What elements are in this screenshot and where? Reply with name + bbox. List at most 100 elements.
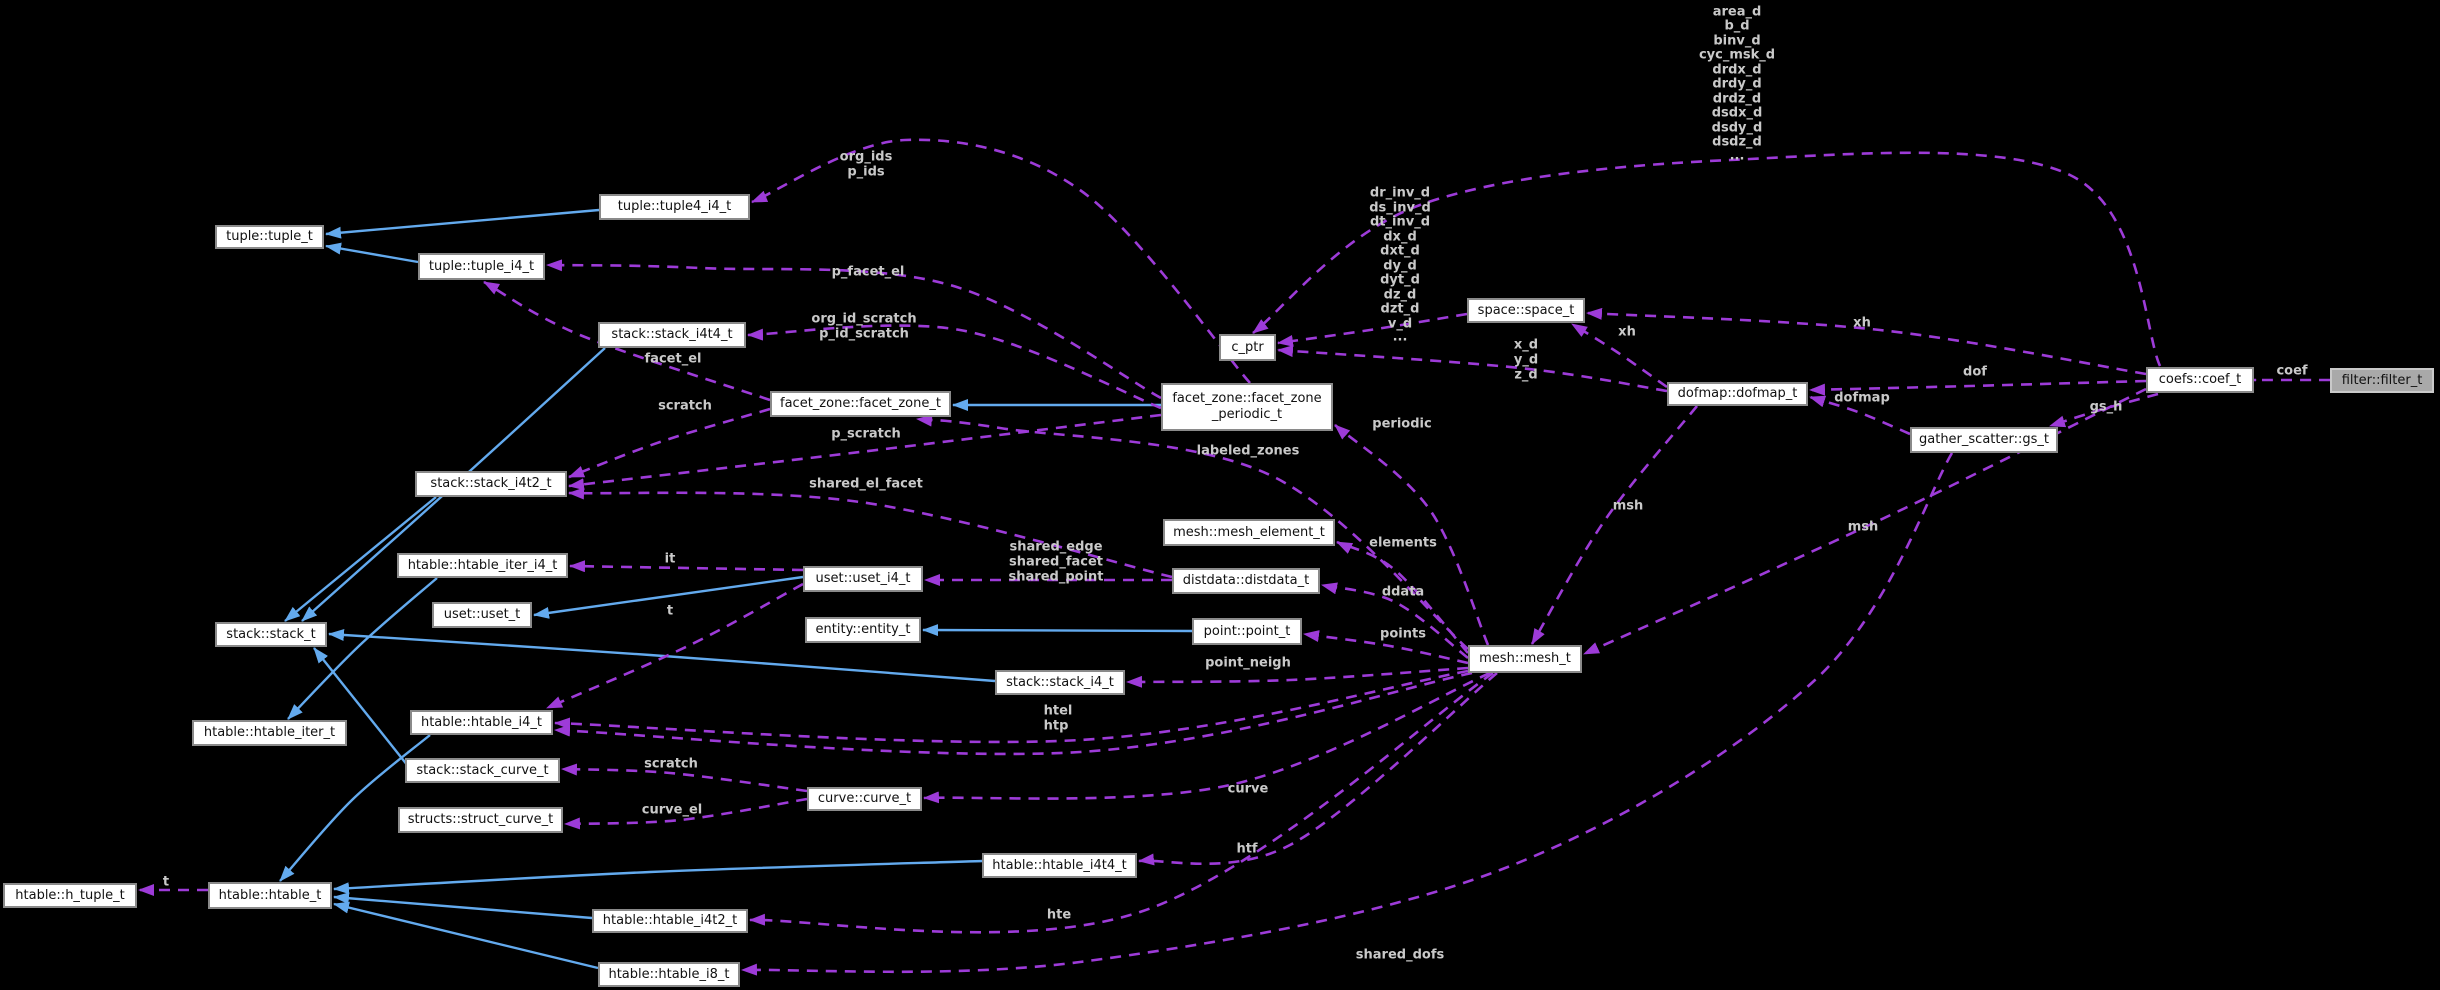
edge-label-use-scratch-fz: scratch	[658, 398, 712, 414]
node-h-tuple-t[interactable]: htable::h_tuple_t	[3, 883, 137, 908]
node-uset-i4-t[interactable]: uset::uset_i4_t	[803, 566, 923, 592]
node-dofmap-t[interactable]: dofmap::dofmap_t	[1667, 382, 1808, 406]
edge-label-use-area-d-6: drdz_d	[1712, 91, 1762, 107]
edge-use-drinv-d	[1277, 312, 1468, 347]
edge-label-use-drinv-d-1: ds_inv_d	[1369, 200, 1431, 216]
node-stack-i4t4-t[interactable]: stack::stack_i4t4_t	[598, 322, 746, 348]
edge-label-use-ddata: ddata	[1381, 584, 1425, 600]
node-coef-t[interactable]: coefs::coef_t	[2146, 367, 2254, 393]
node-mesh-t[interactable]: mesh::mesh_t	[1468, 645, 1582, 673]
edge-use-xh-dofmap	[1571, 322, 1668, 389]
edge-label-use-drinv-d-7: dz_d	[1383, 287, 1417, 303]
node-stack-curve-t[interactable]: stack::stack_curve_t	[405, 758, 560, 783]
edge-use-t-uset	[546, 582, 804, 710]
edge-label-use-hte: hte	[1046, 907, 1072, 923]
node-htable-i8-t[interactable]: htable::htable_i8_t	[598, 962, 740, 987]
edge-label-use-drinv-d-10: ...	[1392, 329, 1408, 345]
node-tuple4-i4-t[interactable]: tuple::tuple4_i4_t	[599, 194, 750, 220]
edge-label-use-scratch-curve: scratch	[644, 756, 698, 772]
node-htable-t[interactable]: htable::htable_t	[208, 882, 332, 909]
node-htable-i4-t[interactable]: htable::htable_i4_t	[410, 710, 553, 735]
node-htable-i4t4-t[interactable]: htable::htable_i4t4_t	[982, 853, 1137, 878]
edge-label-use-periodic: periodic	[1372, 416, 1432, 432]
edge-label-use-drinv-d-2: dt_inv_d	[1369, 214, 1431, 230]
edge-inh-i8-htable	[333, 901, 599, 970]
node-htable-i4t2-t[interactable]: htable::htable_i4t2_t	[592, 909, 748, 933]
node-tuple-i4-t[interactable]: tuple::tuple_i4_t	[418, 253, 545, 280]
edge-label-use-xh-coef: xh	[1853, 315, 1871, 331]
edge-label-use-it: it	[664, 551, 676, 567]
edge-use-elements	[1336, 540, 1469, 654]
node-struct-curve-t[interactable]: structs::struct_curve_t	[398, 807, 563, 833]
edge-use-point-neigh	[1126, 666, 1469, 688]
edge-label-use-area-d-9: dsdz_d	[1712, 134, 1762, 150]
edge-use-curve	[923, 671, 1491, 804]
node-filter-t[interactable]: filter::filter_t	[2330, 368, 2434, 393]
node-facet-zone-t[interactable]: facet_zone::facet_zone_t	[770, 391, 951, 417]
edge-label-use-elements: elements	[1369, 535, 1437, 551]
node-stack-i4-t[interactable]: stack::stack_i4_t	[995, 670, 1125, 695]
edge-use-shared-el-facet	[568, 487, 1173, 579]
node-facet-zone-periodic-t[interactable]: facet_zone::facet_zone _periodic_t	[1161, 383, 1333, 431]
edge-use-org-id-scratch	[747, 324, 1162, 410]
node-space-t[interactable]: space::space_t	[1467, 298, 1585, 323]
edge-use-facet-el	[483, 280, 771, 402]
edge-label-use-t-htable: t	[162, 874, 170, 890]
edge-label-use-p-facet-el: p_facet_el	[831, 264, 905, 280]
edge-use-ddata	[1321, 582, 1469, 660]
edge-label-use-area-d-3: cyc_msk_d	[1698, 47, 1776, 63]
node-entity-t[interactable]: entity::entity_t	[805, 617, 921, 643]
edge-inh-stacki4t2-stack	[284, 496, 437, 622]
edge-use-xyz-d	[1277, 345, 1668, 393]
edge-label-use-area-d-8: dsdy_d	[1711, 120, 1763, 136]
edge-use-org-ids	[751, 138, 1251, 384]
node-uset-t[interactable]: uset::uset_t	[432, 602, 532, 628]
edge-inh-tuplei4-tuple	[325, 242, 419, 264]
edge-label-use-shared-edge-1: shared_facet	[1009, 554, 1103, 570]
node-stack-t[interactable]: stack::stack_t	[215, 622, 327, 647]
edge-use-dofmap	[1809, 395, 1911, 436]
edge-label-use-drinv-d-4: dxt_d	[1380, 243, 1420, 259]
edge-use-htp	[554, 671, 1473, 756]
edge-label-use-shared-el-facet: shared_el_facet	[809, 476, 923, 492]
edge-label-use-area-d-7: dsdx_d	[1711, 105, 1763, 121]
node-tuple-t[interactable]: tuple::tuple_t	[215, 225, 324, 249]
edge-inh-i4t2-htable	[333, 892, 593, 920]
edge-label-use-msh-coef: msh	[1847, 519, 1879, 535]
edge-label-use-shared-edge-0: shared_edge	[1009, 539, 1103, 555]
edge-use-msh-dofmap	[1530, 405, 1699, 645]
edge-label-use-xyz-d-0: x_d	[1513, 337, 1539, 353]
edge-use-curve-el	[564, 797, 808, 830]
node-mesh-element-t[interactable]: mesh::mesh_element_t	[1163, 519, 1335, 546]
edge-label-use-points: points	[1380, 626, 1426, 642]
node-curve-t[interactable]: curve::curve_t	[807, 787, 922, 811]
edge-inh-stacki4-stack	[328, 628, 996, 683]
edge-use-scratch-curve	[561, 763, 808, 793]
edge-use-p-facet-el	[546, 259, 1162, 400]
edge-inh-htablei4-htable	[279, 734, 431, 882]
node-c-ptr[interactable]: c_ptr	[1219, 334, 1276, 361]
node-htable-iter-t[interactable]: htable::htable_iter_t	[192, 720, 347, 746]
edge-label-use-msh-dofmap: msh	[1612, 498, 1644, 514]
edge-use-scratch-fz	[568, 407, 771, 479]
node-gs-t[interactable]: gather_scatter::gs_t	[1910, 427, 2058, 453]
edge-inh-point-entity	[922, 624, 1193, 637]
node-distdata-t[interactable]: distdata::distdata_t	[1172, 568, 1320, 594]
edge-label-use-htel: htel	[1043, 703, 1073, 719]
node-htable-iter-i4-t[interactable]: htable::htable_iter_i4_t	[397, 553, 568, 578]
edge-label-use-area-d-0: area_d	[1712, 4, 1762, 20]
edge-label-use-shared-dofs: shared_dofs	[1355, 947, 1445, 963]
edge-use-hte	[749, 671, 1494, 934]
edge-use-labeled-zones	[916, 414, 1469, 650]
edge-label-use-labeled-zones: labeled_zones	[1196, 443, 1300, 459]
edge-label-use-area-d-1: b_d	[1724, 18, 1750, 34]
node-point-t[interactable]: point::point_t	[1192, 618, 1302, 645]
node-stack-i4t2-t[interactable]: stack::stack_i4t2_t	[415, 471, 567, 497]
edge-inh-iteri4-iter	[287, 577, 438, 720]
edge-label-use-drinv-d-6: dyt_d	[1380, 272, 1420, 288]
edge-label-use-dof: dof	[1963, 364, 1987, 380]
edge-label-use-dofmap: dofmap	[1834, 390, 1890, 406]
edge-label-use-gs-h: gs_h	[2089, 399, 2123, 415]
